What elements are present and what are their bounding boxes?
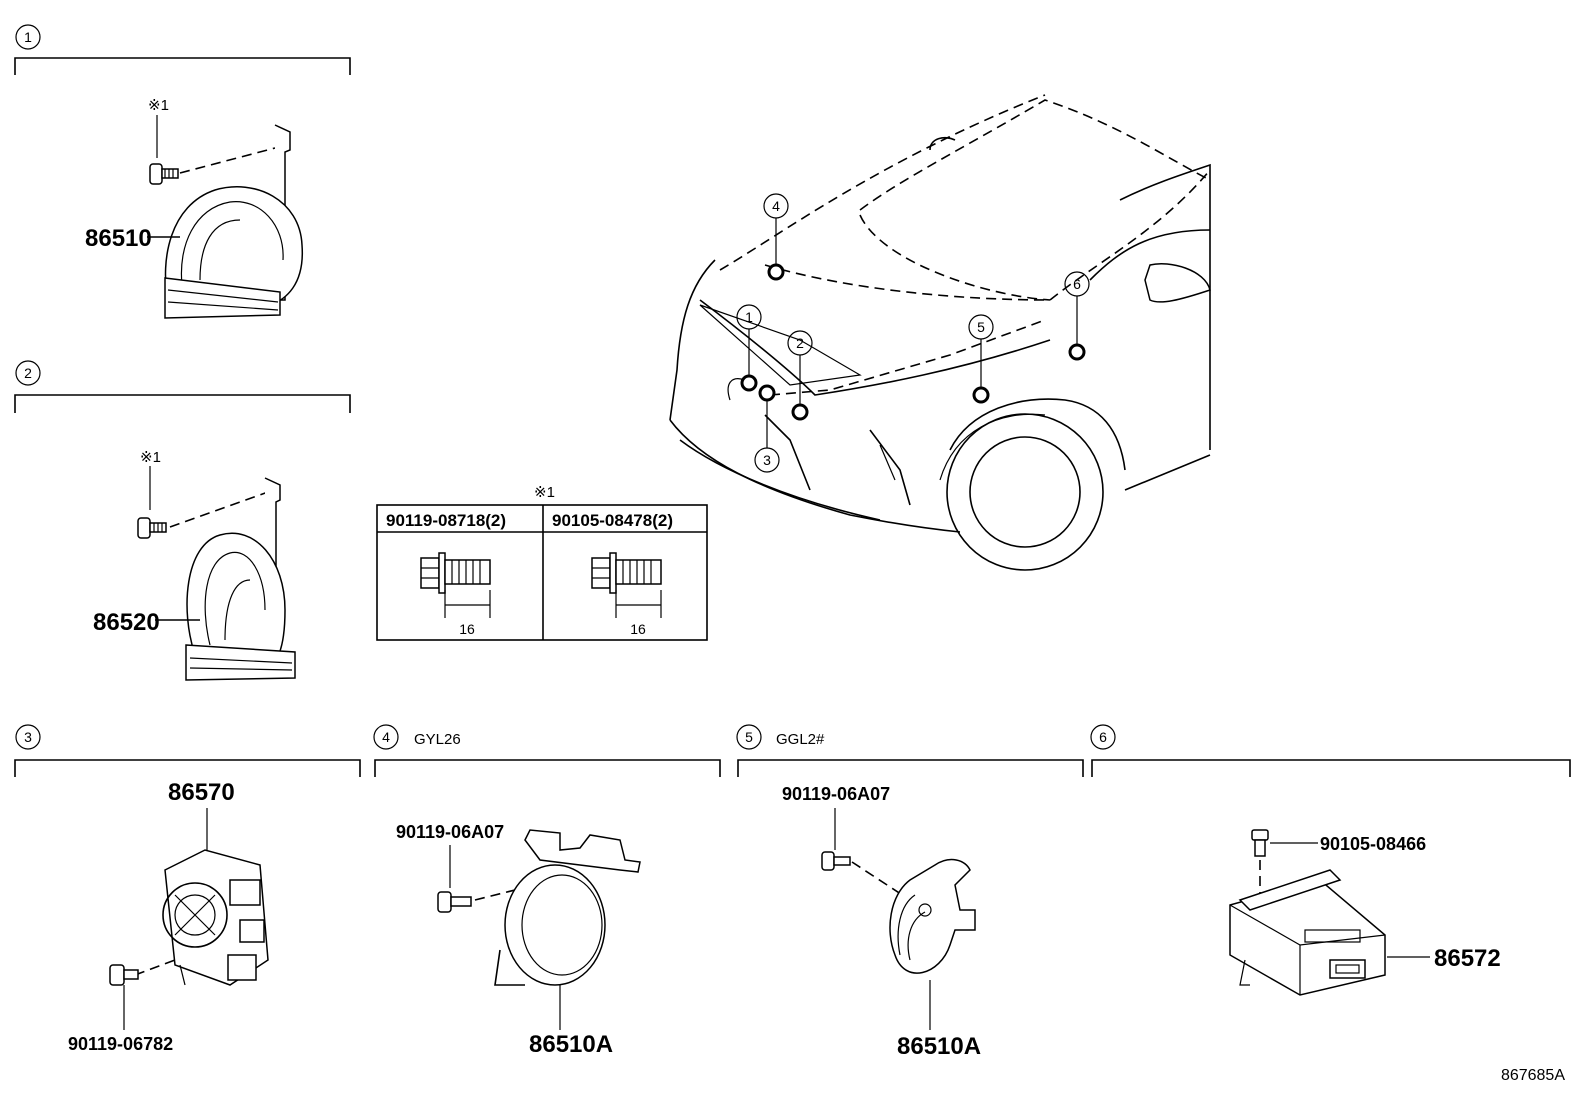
flange-bolt-icon	[420, 552, 491, 618]
flange-bolt-icon	[591, 552, 662, 618]
part-number-86570: 86570	[168, 779, 235, 806]
bolt-table-dim-2: 16	[630, 621, 646, 637]
part-number-90105-08466: 90105-08466	[1320, 834, 1426, 854]
part-number-90119-06A07-s5: 90119-06A07	[782, 784, 890, 804]
part-number-86520: 86520	[93, 609, 160, 636]
section-1-number: 1	[24, 29, 32, 45]
callout-3-number: 3	[763, 452, 771, 468]
callout-2-number: 2	[796, 335, 804, 351]
part-number-86572: 86572	[1434, 945, 1501, 972]
bolt-icon	[137, 517, 167, 539]
callout-4: 4	[763, 193, 789, 281]
section-6: 6 90105-08466 86572	[1090, 724, 1571, 996]
bolt-icon	[437, 891, 472, 913]
callout-5: 5	[968, 314, 994, 404]
section-5-variant: GGL2#	[776, 731, 825, 748]
section-3-number: 3	[24, 729, 32, 745]
section-2-number: 2	[24, 365, 32, 381]
horn-86520-icon	[185, 477, 296, 681]
section-1-note-marker: ※1	[148, 97, 169, 114]
horn-86510A-s4-icon	[494, 829, 641, 986]
bolt-table-part-1: 90119-08718(2)	[386, 511, 506, 530]
section-1: 1 ※1 86510	[14, 24, 351, 319]
section-5: 5 GGL2# 90119-06A07 86510A	[736, 724, 1084, 1060]
section-4-variant: GYL26	[414, 731, 461, 748]
bolt-table-dim-1: 16	[459, 621, 475, 637]
callout-2: 2	[787, 330, 813, 421]
bolt-icon	[821, 851, 851, 871]
part-number-86510A-s5: 86510A	[897, 1033, 981, 1060]
bolt-icon	[149, 163, 179, 185]
callout-4-number: 4	[772, 198, 780, 214]
section-5-number: 5	[745, 729, 753, 745]
section-6-number: 6	[1099, 729, 1107, 745]
bolt-table: ※1 90119-08718(2) 90105-08478(2) 16 16	[376, 484, 708, 641]
section-4: 4 GYL26 90119-06A07 86510A	[373, 724, 721, 1058]
section-3: 3 86570 90119-06782	[14, 724, 361, 1054]
part-number-86510: 86510	[85, 225, 152, 252]
section-2: 2 ※1 86520	[14, 360, 351, 681]
part-number-86510A-s4: 86510A	[529, 1031, 613, 1058]
part-number-90119-06782: 90119-06782	[68, 1034, 173, 1054]
callout-6: 6	[1064, 271, 1090, 361]
bolt-icon	[1251, 829, 1269, 857]
callout-6-number: 6	[1073, 276, 1081, 292]
horn-86510A-s5-icon	[889, 858, 976, 974]
figure-id: 867685A	[1501, 1067, 1565, 1084]
callout-5-number: 5	[977, 319, 985, 335]
callout-3: 3	[754, 384, 780, 473]
control-module-86572-icon	[1229, 869, 1386, 996]
part-number-90119-06A07-s4: 90119-06A07	[396, 822, 504, 842]
horn-86510-icon	[164, 124, 303, 319]
section-4-number: 4	[382, 729, 390, 745]
bolt-icon	[109, 964, 139, 986]
bolt-table-part-2: 90105-08478(2)	[552, 511, 673, 530]
bolt-table-marker: ※1	[534, 484, 555, 501]
callout-1-number: 1	[745, 309, 753, 325]
section-2-note-marker: ※1	[140, 449, 161, 466]
horn-86570-icon	[162, 849, 269, 986]
callout-1: 1	[736, 304, 762, 392]
vehicle-front-illustration: 1 2 3 4 5 6	[669, 94, 1211, 571]
